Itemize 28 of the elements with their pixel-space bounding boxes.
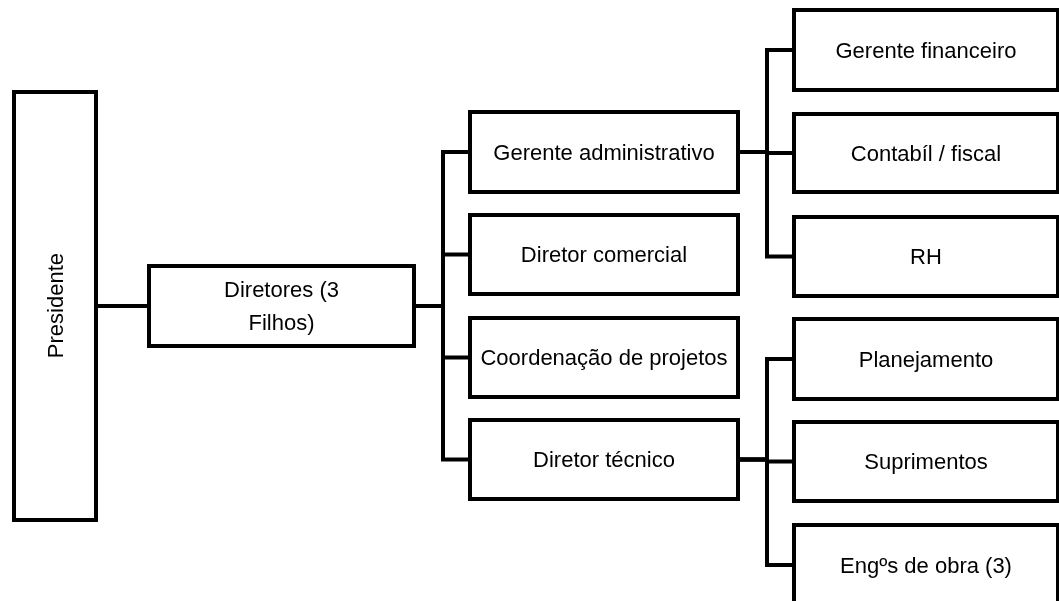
box-label: Planejamento [858, 345, 994, 374]
org-box [792, 420, 1059, 503]
box-label: Gerente financeiro [835, 36, 1017, 65]
connector-line [740, 150, 792, 259]
box-label: Diretor comercial [520, 241, 688, 269]
org-box [468, 316, 740, 399]
org-box [468, 213, 740, 296]
connector-line [98, 304, 147, 308]
org-box [792, 523, 1059, 601]
box-label: Presidente [41, 253, 69, 359]
box-label: Coordenação de projetos [480, 344, 728, 372]
connector-line [416, 304, 468, 462]
org-box [792, 215, 1059, 298]
box-label: Contabíl / fiscal [850, 139, 1002, 168]
box-label: Diretor técnico [533, 446, 675, 474]
box-label: Suprimentos [864, 448, 988, 476]
box-label: Gerente administrativo [493, 138, 715, 167]
connector-line [740, 457, 792, 567]
org-box [12, 90, 98, 522]
box-label: Diretores (3 Filhos) [223, 276, 340, 337]
org-box [147, 264, 416, 348]
org-box [792, 112, 1059, 194]
box-label: Engºs de obra (3) [840, 551, 1012, 580]
box-label: RH [910, 243, 942, 271]
org-box [468, 110, 740, 194]
org-box [468, 418, 740, 501]
org-box [792, 8, 1059, 92]
org-box [792, 317, 1059, 401]
